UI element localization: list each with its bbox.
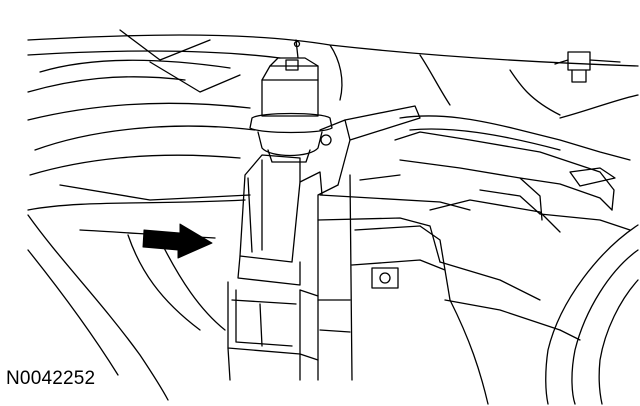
figure-id-label: N0042252 bbox=[6, 368, 96, 389]
latch-bracket bbox=[237, 105, 421, 381]
radiator-support bbox=[317, 115, 631, 331]
upper-panel bbox=[27, 29, 639, 211]
lower-bracket bbox=[227, 281, 351, 381]
wire-clip bbox=[554, 51, 621, 83]
solid-arrow-right-icon bbox=[142, 223, 213, 259]
sensor-housing bbox=[249, 39, 333, 163]
fan-shroud bbox=[449, 224, 639, 405]
